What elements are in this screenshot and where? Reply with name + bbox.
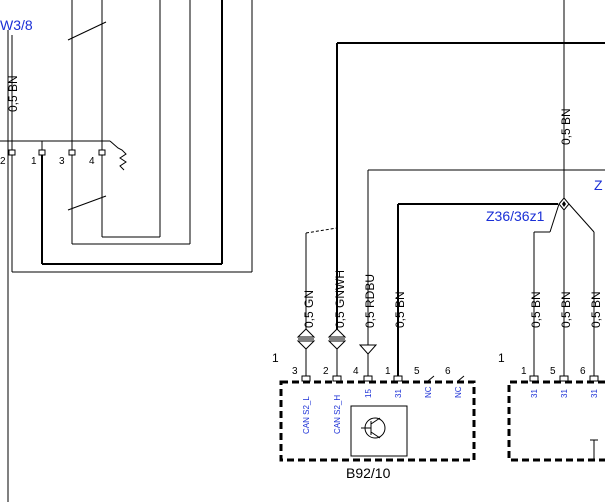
component-pin-5: 5 bbox=[414, 366, 420, 377]
component-pin-3: 3 bbox=[292, 366, 298, 377]
component-2-pin-1: 1 bbox=[521, 366, 527, 377]
component-pin-4: 4 bbox=[353, 366, 359, 377]
pin-terminal-4 bbox=[98, 149, 106, 156]
wire-label-top-bn: 0,5 BN bbox=[559, 108, 573, 145]
signal-can-s2-h: CAN S2_H bbox=[333, 395, 342, 434]
wire-label-right-2: 0,5 BN bbox=[559, 291, 573, 328]
splice-node bbox=[533, 197, 595, 376]
switch-lever-bottom bbox=[67, 195, 107, 211]
signal-31: 31 bbox=[394, 389, 403, 398]
wire-label-right-1: 0,5 BN bbox=[529, 291, 543, 328]
signal-15: 15 bbox=[364, 389, 373, 398]
switch-lever-top bbox=[67, 21, 107, 41]
resistor-symbol bbox=[109, 140, 127, 171]
plug-gn bbox=[296, 328, 316, 376]
pin-label-1: 1 bbox=[31, 156, 37, 167]
signal-can-s2-l: CAN S2_L bbox=[302, 396, 311, 434]
splice-label: Z36/36z1 bbox=[486, 208, 545, 224]
pin-label-2: 2 bbox=[0, 156, 6, 167]
signal-nc-1: NC bbox=[424, 386, 433, 398]
plug-gnwh bbox=[327, 328, 347, 376]
wire-label-gnwh: 0,5 GNWH bbox=[333, 270, 347, 328]
component-name: B92/10 bbox=[346, 465, 391, 481]
pin-label-4: 4 bbox=[89, 156, 95, 167]
pin-terminal-3 bbox=[68, 149, 76, 156]
component-pin-one-marker: 1 bbox=[272, 351, 279, 365]
wire-label-rdbu: 0,5 RDBU bbox=[363, 274, 377, 328]
component-2-signal-2: 31 bbox=[560, 389, 569, 398]
plug-rdbu bbox=[358, 344, 378, 376]
pin-terminal-2 bbox=[8, 149, 16, 156]
component-pin-6: 6 bbox=[445, 366, 451, 377]
component-2-outline bbox=[507, 380, 605, 462]
component-2-signal-1: 31 bbox=[530, 389, 539, 398]
pin-terminal-1 bbox=[38, 149, 46, 156]
component-2-pin-6: 6 bbox=[580, 366, 586, 377]
signal-nc-2: NC bbox=[454, 386, 463, 398]
center-wires bbox=[305, 0, 605, 376]
component-2 bbox=[507, 375, 605, 462]
splice-partial-label: Z bbox=[594, 177, 603, 193]
left-circuit bbox=[0, 0, 253, 502]
wire-label-gn: 0,5 GN bbox=[302, 290, 316, 328]
component-2-pin-one-marker: 1 bbox=[498, 351, 505, 365]
component-2-signal-3: 31 bbox=[590, 389, 599, 398]
connector-ref-w3-8: W3/8 bbox=[0, 17, 33, 33]
component-outline bbox=[279, 380, 476, 462]
wire-label-bn: 0,5 BN bbox=[393, 291, 407, 328]
component-pin-1: 1 bbox=[385, 366, 391, 377]
component-pin-2: 2 bbox=[323, 366, 329, 377]
wire-label-left: 0,5 BN bbox=[6, 75, 20, 112]
pin-label-3: 3 bbox=[59, 156, 65, 167]
plug-symbols bbox=[296, 328, 378, 376]
wire-label-right-3: 0,5 BN bbox=[589, 291, 603, 328]
component-2-pin-5: 5 bbox=[550, 366, 556, 377]
component-b92-10 bbox=[279, 375, 476, 462]
